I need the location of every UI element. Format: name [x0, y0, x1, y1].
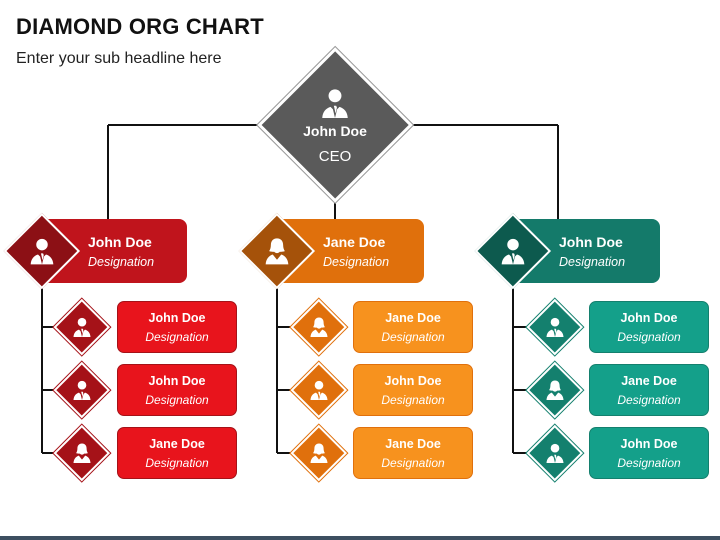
dept-1-member-3-name: Jane Doe — [149, 436, 205, 451]
dept-2-member-3-name: Jane Doe — [385, 436, 441, 451]
page-subtitle: Enter your sub headline here — [16, 50, 222, 67]
dept-2-member-2-designation: Designation — [381, 392, 445, 407]
dept-2-member-1-designation: Designation — [381, 329, 445, 344]
dept-3-member-3-person-icon — [543, 441, 567, 465]
ceo-role: CEO — [318, 148, 352, 165]
dept-2-member-1-name: Jane Doe — [385, 310, 441, 325]
dept-3-member-1-designation: Designation — [617, 329, 681, 344]
dept-1-member-2-designation: Designation — [145, 392, 209, 407]
dept-2-member-3-person-icon — [307, 441, 331, 465]
dept-2-member-3-designation: Designation — [381, 455, 445, 470]
dept-1-member-1-person-icon — [70, 315, 94, 339]
dept-2-member-1-person-icon — [307, 315, 331, 339]
dept-1-member-3-designation: Designation — [145, 455, 209, 470]
dept-1-head-name: John Doe — [88, 233, 152, 250]
dept-1-member-2-person-icon — [70, 378, 94, 402]
dept-3-member-1-name: John Doe — [620, 310, 678, 325]
dept-2-head-person-icon — [261, 235, 293, 267]
dept-1-member-1-name: John Doe — [148, 310, 206, 325]
dept-1-head-person-icon — [26, 235, 58, 267]
dept-2-head-designation: Designation — [323, 254, 390, 269]
dept-1-member-2-name: John Doe — [148, 373, 206, 388]
dept-2-member-2-name: John Doe — [384, 373, 442, 388]
ceo-person-icon — [317, 85, 353, 121]
dept-3-member-1-person-icon — [543, 315, 567, 339]
page-title: DIAMOND ORG CHART — [16, 14, 264, 39]
dept-1-head-designation: Designation — [88, 254, 155, 269]
dept-1-member-3-person-icon — [70, 441, 94, 465]
ceo-name: John Doe — [303, 123, 367, 139]
dept-3-member-2-name: Jane Doe — [621, 373, 677, 388]
footer-bar — [0, 536, 720, 540]
dept-3-head-name: John Doe — [559, 233, 623, 250]
dept-1-member-1-designation: Designation — [145, 329, 209, 344]
dept-3-member-2-designation: Designation — [617, 392, 681, 407]
dept-3-member-2-person-icon — [543, 378, 567, 402]
dept-3-head-person-icon — [497, 235, 529, 267]
dept-2-member-2-person-icon — [307, 378, 331, 402]
dept-3-member-3-designation: Designation — [617, 455, 681, 470]
dept-3-member-3-name: John Doe — [620, 436, 678, 451]
dept-2-head-name: Jane Doe — [323, 233, 386, 250]
dept-3-head-designation: Designation — [559, 254, 626, 269]
